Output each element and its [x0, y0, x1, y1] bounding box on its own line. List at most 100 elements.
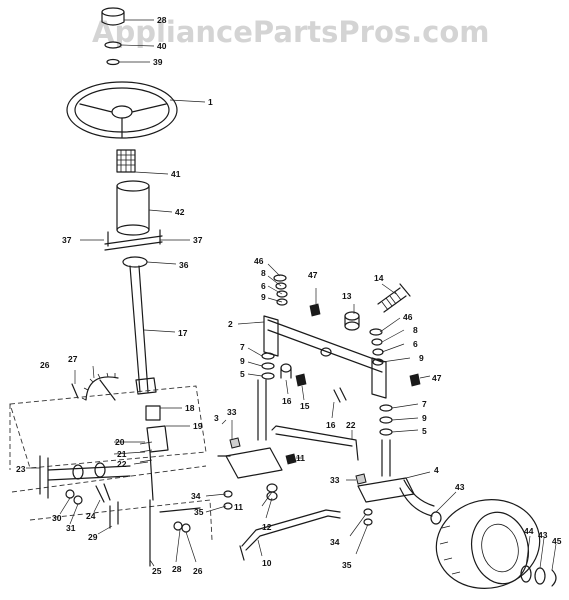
label-9-left-top[interactable]: 9: [261, 292, 266, 302]
label-19[interactable]: 19: [193, 421, 203, 431]
label-35-left[interactable]: 35: [194, 507, 204, 517]
label-30[interactable]: 30: [52, 513, 62, 523]
label-28-bottom[interactable]: 28: [172, 564, 182, 574]
right-spindle-part-4[interactable]: [357, 439, 435, 517]
label-9-left[interactable]: 9: [240, 356, 245, 366]
label-47-left[interactable]: 47: [308, 270, 318, 280]
steering-shaft-part-17[interactable]: [129, 265, 157, 395]
label-36[interactable]: 36: [179, 260, 189, 270]
grease-fitting-right-part-47[interactable]: [409, 373, 421, 387]
label-22-left[interactable]: 22: [117, 459, 127, 469]
spacer-part-24[interactable]: [95, 483, 111, 503]
pinion-assembly-parts-18-22[interactable]: [139, 405, 169, 501]
label-45[interactable]: 45: [552, 536, 562, 546]
sector-gear-part-27[interactable]: [81, 372, 119, 401]
label-8-right[interactable]: 8: [413, 325, 418, 335]
label-17[interactable]: 17: [178, 328, 188, 338]
tie-rod-part-10[interactable]: [239, 509, 341, 561]
label-34-right[interactable]: 34: [330, 537, 340, 547]
steering-wheel-cap-part-28[interactable]: [101, 7, 125, 66]
label-9-right[interactable]: 9: [422, 413, 427, 423]
grease-fitting-part-47[interactable]: [309, 303, 321, 317]
bolt-part-16-right[interactable]: [333, 387, 347, 403]
label-39[interactable]: 39: [153, 57, 163, 67]
label-33-left[interactable]: 33: [227, 407, 237, 417]
label-27[interactable]: 27: [68, 354, 78, 364]
label-40[interactable]: 40: [157, 41, 167, 51]
steering-gear-part-41[interactable]: [116, 149, 136, 173]
label-16-right[interactable]: 16: [326, 420, 336, 430]
label-22-right[interactable]: 22: [346, 420, 356, 430]
label-24[interactable]: 24: [86, 511, 96, 521]
label-10[interactable]: 10: [262, 558, 272, 568]
washers-parts-34-35[interactable]: [223, 490, 373, 526]
left-spindle-part-3[interactable]: [217, 379, 283, 479]
label-6-right[interactable]: 6: [413, 339, 418, 349]
label-31[interactable]: 31: [66, 523, 76, 533]
spacer-part-13[interactable]: [344, 311, 360, 331]
axle-parts-25-28-26[interactable]: [149, 499, 201, 567]
label-25[interactable]: 25: [152, 566, 162, 576]
label-23[interactable]: 23: [16, 464, 26, 474]
steering-bushing-part-42[interactable]: [116, 180, 150, 236]
label-12[interactable]: 12: [262, 522, 272, 532]
label-26-bottom[interactable]: 26: [193, 566, 203, 576]
label-41[interactable]: 41: [171, 169, 181, 179]
label-33-right[interactable]: 33: [330, 475, 340, 485]
label-9-right-top[interactable]: 9: [419, 353, 424, 363]
label-6-left[interactable]: 6: [261, 281, 266, 291]
label-35-right[interactable]: 35: [342, 560, 352, 570]
label-34-left[interactable]: 34: [191, 491, 201, 501]
nuts-parts-33-11-12[interactable]: [229, 437, 367, 501]
label-11[interactable]: 11: [296, 453, 305, 463]
washer-part-43[interactable]: [430, 511, 442, 525]
washers-parts-7-9-5-right[interactable]: [379, 404, 393, 436]
label-3[interactable]: 3: [214, 413, 219, 423]
label-26-top[interactable]: 26: [40, 360, 50, 370]
label-20[interactable]: 20: [115, 437, 125, 447]
label-47-right[interactable]: 47: [432, 373, 442, 383]
label-8-left[interactable]: 8: [261, 268, 266, 278]
label-7-right[interactable]: 7: [422, 399, 427, 409]
front-wheel-tire[interactable]: [428, 490, 548, 598]
axle-beam-part-2[interactable]: [263, 315, 387, 399]
label-46-right[interactable]: 46: [403, 312, 413, 322]
tie-rod-bolt-part-14[interactable]: [377, 283, 411, 313]
washers-parts-30-31[interactable]: [65, 489, 83, 505]
label-42[interactable]: 42: [175, 207, 185, 217]
label-13[interactable]: 13: [342, 291, 352, 301]
frame-dashed-outline: [9, 385, 213, 541]
label-18[interactable]: 18: [185, 403, 195, 413]
label-43-hub[interactable]: 43: [538, 530, 548, 540]
steering-axle-support-part-23[interactable]: [39, 455, 131, 499]
label-2[interactable]: 2: [228, 319, 233, 329]
label-7-left[interactable]: 7: [240, 342, 245, 352]
label-4[interactable]: 4: [434, 465, 439, 475]
bracket-part-29[interactable]: [109, 501, 119, 529]
label-15[interactable]: 15: [300, 401, 310, 411]
label-5-right[interactable]: 5: [422, 426, 427, 436]
label-29[interactable]: 29: [88, 532, 98, 542]
leader-lines: [26, 19, 557, 571]
hub-washers-parts-44-43-45[interactable]: [520, 565, 557, 587]
washers-parts-7-9-5-left[interactable]: [261, 352, 275, 380]
label-14[interactable]: 14: [374, 273, 384, 283]
label-43-top[interactable]: 43: [455, 482, 465, 492]
label-37-right[interactable]: 37: [193, 235, 203, 245]
label-11-lower[interactable]: 11: [234, 502, 243, 512]
label-46-left[interactable]: 46: [254, 256, 264, 266]
label-1[interactable]: 1: [208, 97, 213, 107]
label-5-left[interactable]: 5: [240, 369, 245, 379]
label-37-left[interactable]: 37: [62, 235, 72, 245]
steering-wheel-part-1[interactable]: [66, 81, 178, 139]
label-16-left[interactable]: 16: [282, 396, 292, 406]
drag-link-part-22[interactable]: [271, 425, 359, 461]
pivot-pin-part-26[interactable]: [71, 383, 79, 399]
watermark: AppliancePartsPros.com: [92, 15, 489, 49]
label-44[interactable]: 44: [524, 526, 534, 536]
stacked-washers-part-46-8-6-9[interactable]: [273, 274, 288, 306]
label-21[interactable]: 21: [117, 449, 127, 459]
bolts-parts-16-15[interactable]: [280, 363, 307, 387]
label-28[interactable]: 28: [157, 15, 167, 25]
